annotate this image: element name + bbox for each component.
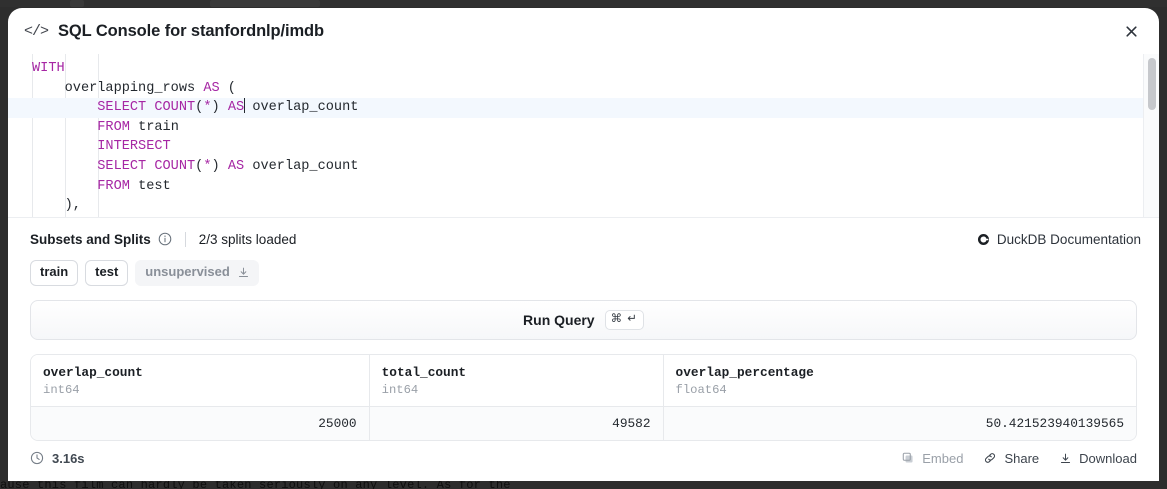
- split-chip-label: test: [95, 264, 119, 279]
- split-chip-label: unsupervised: [145, 264, 230, 279]
- code-line-2[interactable]: overlapping_rows AS (: [32, 80, 236, 96]
- run-query-shortcut: ⌘ ↵: [604, 309, 644, 331]
- footer-action-download[interactable]: Download: [1059, 451, 1137, 466]
- background-chip-2: [210, 0, 320, 7]
- link-icon: [983, 451, 997, 465]
- sql-editor-content[interactable]: WITH overlapping_rows AS ( SELECT COUNT(…: [8, 54, 1145, 217]
- editor-vertical-scrollbar[interactable]: [1143, 54, 1159, 217]
- subsets-and-splits-section: Subsets and Splits 2/3 splits loaded Duc…: [8, 218, 1159, 286]
- code-line-6[interactable]: SELECT COUNT(*) AS overlap_count: [97, 158, 359, 174]
- subsets-header-row: Subsets and Splits 2/3 splits loaded Duc…: [30, 228, 1141, 250]
- column-name: overlap_percentage: [675, 364, 814, 380]
- sql-editor[interactable]: WITH overlapping_rows AS ( SELECT COUNT(…: [8, 54, 1159, 218]
- duckdb-documentation-label: DuckDB Documentation: [996, 231, 1141, 247]
- column-header-overlap_percentage[interactable]: overlap_percentage float64: [663, 354, 1136, 407]
- column-name: overlap_count: [43, 364, 143, 380]
- splits-loaded-status: 2/3 splits loaded: [198, 231, 297, 247]
- footer-action-label: Embed: [922, 450, 964, 466]
- results-footer: 3.16s Embed Share Download: [8, 441, 1159, 466]
- close-icon[interactable]: [1117, 17, 1145, 45]
- sql-console-modal: </> SQL Console for stanfordnlp/imdb WIT…: [8, 8, 1159, 481]
- download-icon[interactable]: [237, 266, 250, 279]
- footer-actions: Embed Share Download: [901, 451, 1137, 466]
- column-type: float64: [675, 382, 727, 397]
- column-type: int64: [381, 382, 419, 397]
- column-name: total_count: [381, 364, 467, 380]
- query-duration-label: 3.16s: [52, 450, 85, 466]
- run-query-label: Run Query: [523, 311, 595, 328]
- column-header-overlap_count[interactable]: overlap_count int64: [31, 354, 370, 407]
- code-line-7[interactable]: FROM test: [97, 178, 171, 194]
- duckdb-documentation-link[interactable]: DuckDB Documentation: [977, 232, 1141, 247]
- code-line-1[interactable]: WITH: [32, 61, 65, 76]
- code-line-4[interactable]: FROM train: [97, 119, 179, 135]
- clock-icon: [30, 451, 44, 465]
- page-title: SQL Console for stanfordnlp/imdb: [58, 21, 325, 40]
- background-chip-1: [70, 0, 84, 7]
- download-icon: [1059, 452, 1072, 465]
- split-chip-train[interactable]: train: [30, 260, 79, 286]
- query-duration: 3.16s: [30, 451, 85, 466]
- footer-action-embed[interactable]: Embed: [901, 451, 963, 466]
- modal-header: </> SQL Console for stanfordnlp/imdb: [8, 8, 1159, 54]
- footer-action-label: Download: [1079, 450, 1137, 466]
- column-header-total_count[interactable]: total_count int64: [369, 354, 664, 407]
- table-cell: 50.421523940139565: [663, 406, 1136, 440]
- table-cell: 25000: [31, 406, 370, 440]
- info-circle-icon[interactable]: [158, 232, 172, 246]
- footer-action-label: Share: [1004, 450, 1040, 466]
- text-caret: [244, 98, 246, 114]
- code-line-3[interactable]: SELECT COUNT(*) AS overlap_count: [8, 98, 1145, 118]
- copy-icon: [901, 451, 915, 465]
- background-page-text: ause this film can hardly be taken serio…: [0, 478, 511, 489]
- column-type: int64: [43, 382, 80, 397]
- footer-action-share[interactable]: Share: [983, 451, 1039, 466]
- split-chip-label: train: [40, 264, 69, 279]
- duckdb-logo-icon: [977, 233, 990, 246]
- scrollbar-thumb[interactable]: [1148, 58, 1156, 110]
- split-chips: train test unsupervised: [30, 260, 1141, 286]
- code-brackets-icon: </>: [24, 22, 49, 40]
- split-chip-unsupervised[interactable]: unsupervised: [135, 260, 259, 286]
- code-line-5[interactable]: INTERSECT: [97, 139, 171, 155]
- table-cell: 49582: [369, 406, 664, 440]
- subsets-title: Subsets and Splits: [30, 231, 151, 247]
- run-query-button[interactable]: Run Query ⌘ ↵: [30, 299, 1137, 340]
- background-toolbar-strip: [0, 0, 1167, 7]
- code-line-8[interactable]: ),: [32, 198, 81, 214]
- header-separator: [184, 231, 186, 247]
- split-chip-test[interactable]: test: [85, 260, 129, 286]
